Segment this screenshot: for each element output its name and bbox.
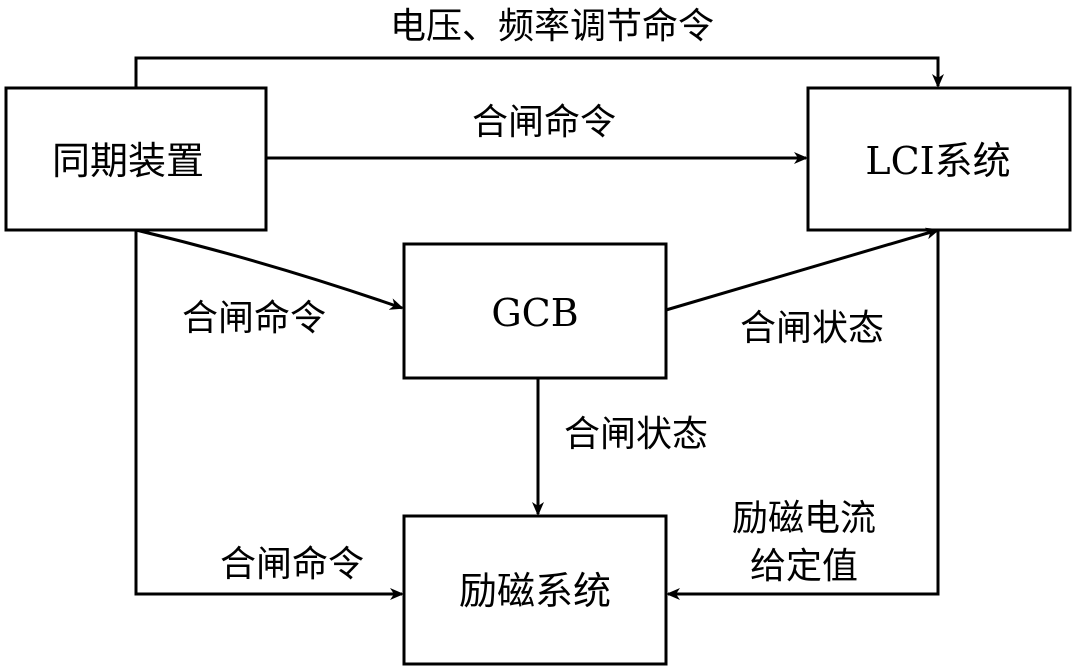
sync-to-excitation-close-label: 合闸命令 <box>220 544 364 585</box>
excitation-current-label-line2: 给定值 <box>750 546 858 587</box>
gcb-to-lci-status-arrow <box>665 227 940 312</box>
lci-system-box <box>806 86 1072 232</box>
sync-to-excitation-close-arrow <box>134 230 404 600</box>
lci-to-excitation-setpoint-arrow <box>666 230 940 600</box>
excitation-system-label: 励磁系统 <box>459 569 611 613</box>
gcb-box <box>402 242 668 380</box>
gcb-label: GCB <box>491 291 578 335</box>
gcb-to-excitation-status-label: 合闸状态 <box>564 414 708 455</box>
gcb-to-lci-status-label: 合闸状态 <box>740 308 884 349</box>
voltage-frequency-command-arrow <box>134 56 944 88</box>
sync-device-label: 同期装置 <box>52 139 204 183</box>
sync-to-gcb-close-label: 合闸命令 <box>182 298 326 339</box>
lci-system-label: LCI系统 <box>865 139 1010 183</box>
excitation-system-box <box>402 514 668 666</box>
sync-to-lci-close-label: 合闸命令 <box>472 102 616 143</box>
excitation-current-label-line1: 励磁电流 <box>732 498 876 539</box>
voltage-frequency-command-label: 电压、频率调节命令 <box>390 6 714 47</box>
sync-device-box <box>4 86 268 232</box>
sync-to-gcb-close-arrow <box>135 228 404 310</box>
